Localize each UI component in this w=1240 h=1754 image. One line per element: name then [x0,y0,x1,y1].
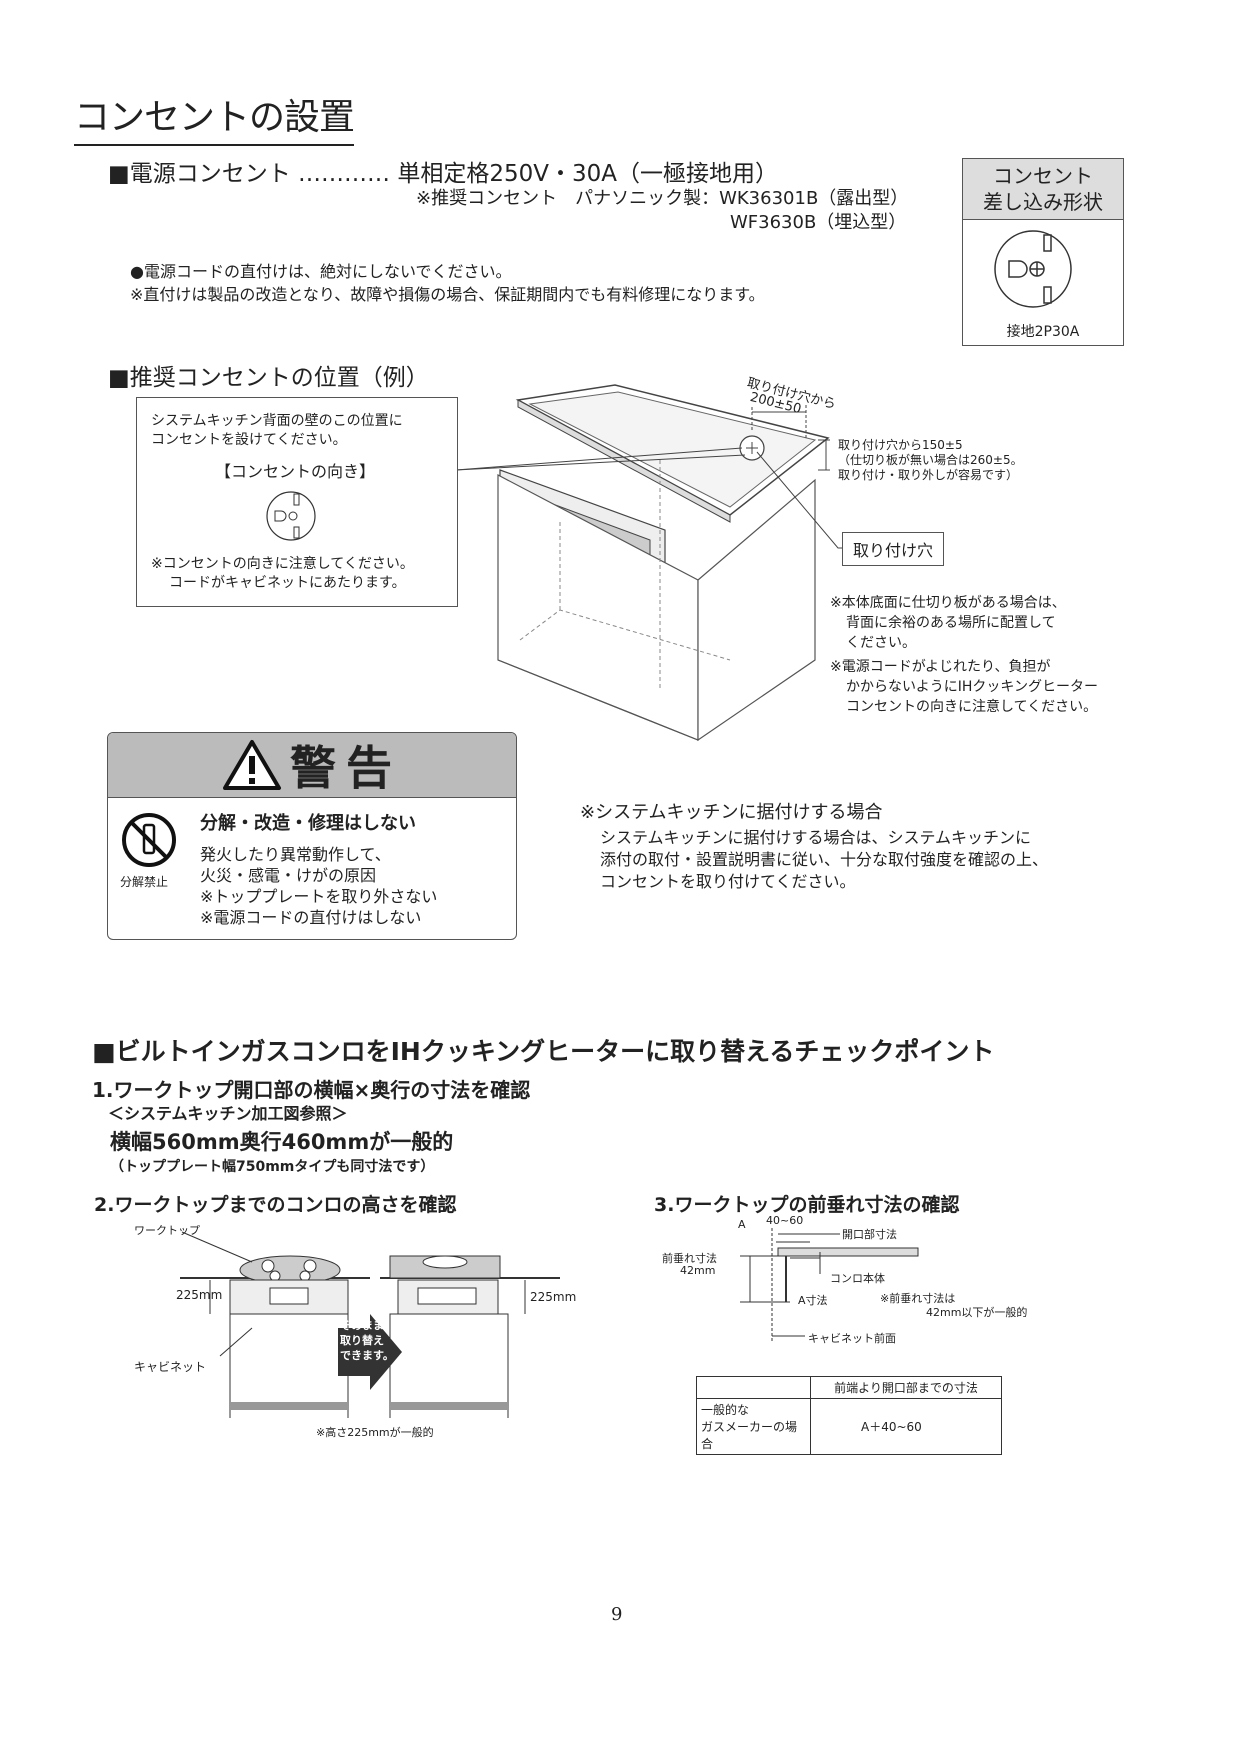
warning-box: 警告 分解禁止 分解・改造・修理はしない 発火したり異常動作して、 火災・感電・… [107,732,517,940]
system-kitchen-line-2: 添付の取付・設置説明書に従い、十分な取付強度を確認の上、 [600,850,1049,869]
dim-hole-150-line-2: （仕切り板が無い場合は260±5。 [838,453,1023,467]
position-box-note-1: ※コンセントの向きに注意してください。 [151,556,414,572]
outlet-position-box: システムキッチン背面の壁のこの位置に コンセントを設けてください。 【コンセント… [136,397,458,607]
outlet-orientation-icon [266,491,316,541]
recommended-outlet-2: WF3630B（埋込型） [730,212,907,233]
height-225-left: 225mm [176,1288,223,1302]
stove-body-label: コンロ本体 [830,1272,885,1285]
position-heading: ■推奨コンセントの位置（例） [108,365,429,391]
recommended-outlet-1: ※推奨コンセント パナソニック製：WK36301B（露出型） [416,188,909,209]
cooktop-height-diagram [180,1231,560,1418]
side-note-1: ※本体底面に仕切り板がある場合は、 [830,595,1066,611]
table-header: 前端より開口部までの寸法 [810,1376,1002,1399]
direct-wiring-note-1: ●電源コードの直付けは、絶対にしないでください。 [130,262,512,281]
side-note-5: かからないようにIHクッキングヒーター [846,679,1098,695]
power-spec-line: ■電源コンセント ………… 単相定格250V・30A（一極接地用） [108,161,778,187]
direct-wiring-note-2: ※直付けは製品の改造となり、故障や損傷の場合、保証期間内でも有料修理になります。 [130,285,765,304]
table-row-value: A＋40~60 [810,1398,1002,1455]
opening-size-label: 開口部寸法 [842,1228,897,1241]
table-row-label: 一般的な ガスメーカーの場合 [696,1398,811,1455]
front-lip-label-1: 前垂れ寸法 [662,1252,717,1265]
front-dimension-table: 前端より開口部までの寸法 一般的な ガスメーカーの場合 A＋40~60 [696,1376,1002,1455]
warning-line-4: ※電源コードの直付けはしない [200,908,422,927]
dim-40-60: 40~60 [766,1214,804,1227]
height-note: ※高さ225mmが一般的 [316,1426,434,1439]
worktop-label: ワークトップ [134,1224,200,1237]
dim-hole-150-line-1: 取り付け穴から150±5 [838,438,963,452]
height-225-right: 225mm [530,1290,577,1304]
page-number: 9 [611,1604,623,1625]
replace-arrow-text: そのまま 取り替え できます。 [340,1318,394,1363]
no-disassembly-icon [122,813,176,867]
position-box-note-2: コードがキャビネットにあたります。 [169,575,406,591]
checkpoint-item-1: 1.ワークトップ開口部の横幅×奥行の寸法を確認 [92,1078,531,1102]
table-row-label-1: 一般的な [701,1403,750,1417]
front-lip-diagram [740,1228,919,1342]
side-note-2: 背面に余裕のある場所に配置して [846,615,1056,631]
checkpoint-heading: ■ビルトインガスコンロをIHクッキングヒーターに取り替えるチェックポイント [92,1037,995,1066]
system-kitchen-heading: ※システムキッチンに据付けする場合 [580,802,883,823]
system-kitchen-line-1: システムキッチンに据付けする場合は、システムキッチンに [600,828,1032,847]
side-note-6: コンセントの向きに注意してください。 [846,699,1098,715]
system-kitchen-line-3: コンセントを取り付けてください。 [600,872,856,891]
checkpoint-item-1-ref: ＜システムキッチン加工図参照＞ [108,1104,348,1123]
dim-A: A [738,1218,746,1231]
plug-box-caption: 接地2P30A [1006,324,1080,340]
checkpoint-item-2: 2.ワークトップまでのコンロの高さを確認 [94,1194,457,1216]
warning-triangle-icon [223,740,281,790]
table-row-label-2: ガスメーカーの場合 [701,1420,798,1451]
outlet-face-icon [994,230,1072,308]
plug-box-header-1: コンセント [993,164,1093,188]
A-size-label: A寸法 [798,1294,828,1307]
warning-heading: 分解・改造・修理はしない [200,813,416,834]
warning-line-1: 発火したり異常動作して、 [200,845,391,864]
cabinet-label: キャビネット [134,1360,207,1374]
front-lip-label-2: 42mm [680,1264,716,1277]
warning-title: 警告 [290,741,402,795]
front-lip-note-1: ※前垂れ寸法は [880,1292,956,1305]
checkpoint-item-3: 3.ワークトップの前垂れ寸法の確認 [654,1194,960,1216]
side-note-3: ください。 [846,635,916,651]
dim-hole-150-line-3: 取り付け・取り外しが容易です） [838,468,1019,482]
position-box-line-2: コンセントを設けてください。 [151,432,347,448]
cabinet-front-label: キャビネット前面 [808,1332,896,1345]
warning-line-3: ※トッププレートを取り外さない [200,887,438,906]
mounting-hole-label: 取り付け穴 [842,532,945,566]
no-disassembly-caption: 分解禁止 [120,875,169,889]
replace-arrow-line-2: 取り替え [340,1334,384,1347]
plug-shape-box: コンセント 差し込み形状 接地2P30A [962,158,1124,346]
cabinet-illustration [455,384,850,742]
side-note-4: ※電源コードがよじれたり、負担が [830,659,1051,675]
checkpoint-item-1-note: （トッププレート幅750mmタイプも同寸法です） [110,1159,435,1175]
warning-line-2: 火災・感電・けがの原因 [200,866,377,885]
page-title: コンセントの設置 [74,88,355,146]
plug-box-header-2: 差し込み形状 [983,190,1103,214]
front-lip-note-2: 42mm以下が一般的 [926,1306,1028,1319]
replace-arrow-line-3: できます。 [340,1349,394,1362]
outlet-orientation-label: 【コンセントの向き】 [215,462,376,481]
replace-arrow-line-1: そのまま [340,1319,384,1332]
position-box-line-1: システムキッチン背面の壁のこの位置に [151,413,403,429]
checkpoint-item-1-size: 横幅560mm奥行460mmが一般的 [110,1130,454,1154]
